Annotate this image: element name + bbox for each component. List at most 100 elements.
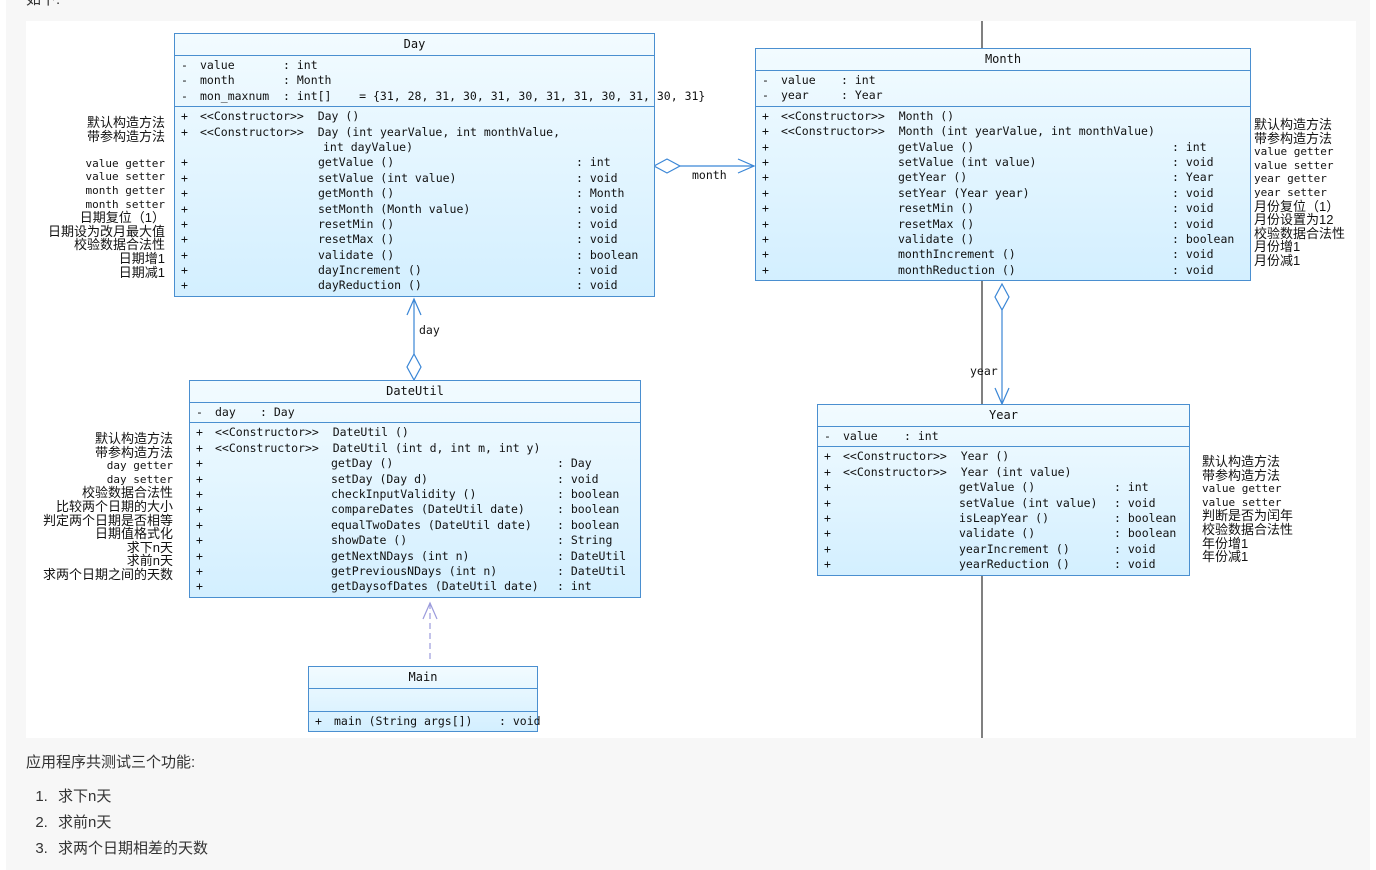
operation-return-type: : Day <box>557 456 592 471</box>
class-month[interactable]: Month-value: int-year: Year+<<Constructo… <box>755 48 1251 282</box>
day-month-arrowhead <box>737 158 756 174</box>
attribute-row: -month: Month <box>175 73 654 88</box>
operation-row: + validate () : boolean <box>818 526 1189 541</box>
annotation-note: 求前n天 <box>126 553 173 569</box>
annotation-note: value setter <box>1202 495 1282 509</box>
annotation-note: 默认构造方法 <box>1254 117 1333 132</box>
operation-return-type: : Year <box>1172 170 1214 185</box>
operation-row: +compareDates (DateUtil date): boolean <box>190 502 640 517</box>
operation-return-type: : void <box>1114 541 1156 556</box>
visibility-marker: + <box>181 201 188 216</box>
operation-return-type: : void <box>557 471 599 486</box>
visibility-marker: + <box>824 510 831 525</box>
class-day[interactable]: Day-value: int-month: Month-mon_maxnum: … <box>174 33 705 297</box>
class-name: Month <box>756 49 1250 71</box>
operation-row: +getValue (): int <box>175 155 654 170</box>
operation-signature: <<Constructor>> Day () <box>200 109 360 124</box>
operation-signature: getMonth () <box>318 186 395 201</box>
visibility-marker: + <box>196 486 203 501</box>
operation-row: +showDate (): String <box>190 533 640 548</box>
annotation-note: 年份减1 <box>1202 549 1249 565</box>
visibility-marker: + <box>824 526 831 541</box>
attribute-type: : Month <box>283 73 332 88</box>
operation-row: int dayValue) <box>175 140 654 155</box>
annotation-note: 日期复位（1） <box>79 210 165 226</box>
class-name: Main <box>309 667 537 689</box>
class-dateutil[interactable]: DateUtil-day: Day+<<Constructor>> DateUt… <box>189 380 641 598</box>
operation-signature: compareDates (DateUtil date) <box>331 502 525 517</box>
operation-return-type: : boolean <box>576 247 639 262</box>
operation-return-type: : void <box>576 216 618 231</box>
operation-return-type: : DateUtil <box>557 563 627 578</box>
attribute-type: : int[] = {31, 28, 31, 30, 31, 30, 31, 3… <box>283 88 706 103</box>
attribute-row: -value: int <box>175 58 654 73</box>
attributes-section: -day: Day <box>190 403 640 424</box>
annotation-note: day getter <box>106 459 173 473</box>
visibility-marker: + <box>824 557 831 572</box>
operation-row: +getNextNDays (int n): DateUtil <box>190 549 640 564</box>
operation-signature: getValue () <box>959 480 1036 495</box>
operation-signature: setValue (int value) <box>959 495 1098 510</box>
operation-return-type: : void <box>1172 262 1214 277</box>
operation-signature: setMonth (Month value) <box>318 201 471 216</box>
visibility-marker: + <box>824 541 831 556</box>
operation-row: +setValue (int value): void <box>175 171 654 186</box>
visibility-marker: + <box>196 548 203 563</box>
visibility-marker: + <box>181 155 188 170</box>
operation-row: +setValue (int value): void <box>818 496 1189 511</box>
operation-row: +isLeapYear (): boolean <box>818 511 1189 526</box>
operations-section: +<<Constructor>> Month ()+<<Constructor>… <box>756 107 1250 280</box>
annotation-note: 校验数据合法性 <box>1254 225 1346 241</box>
operation-row: +setValue (int value): void <box>756 155 1250 170</box>
operation-signature: showDate () <box>331 533 408 548</box>
operation-row: +yearReduction (): void <box>818 557 1189 572</box>
visibility-marker: + <box>196 456 203 471</box>
annotation-note: 带参构造方法 <box>86 128 165 144</box>
visibility-marker: + <box>762 108 769 123</box>
class-main[interactable]: Main+main (String args[]): void <box>308 666 541 733</box>
operation-signature: getDay () <box>331 456 394 471</box>
annotation-note: 判定两个日期是否相等 <box>42 512 173 528</box>
annotation-note: 默认构造方法 <box>1202 454 1281 469</box>
operation-return-type: : boolean <box>1114 526 1177 541</box>
operations-section: +<<Constructor>> Day ()+<<Constructor>> … <box>175 107 654 296</box>
operation-row: +<<Constructor>> Day (int yearValue, int… <box>175 125 654 140</box>
attribute-name: day <box>215 405 236 419</box>
function-item: 求两个日期相差的天数 <box>52 836 208 862</box>
operation-return-type: : void <box>576 232 618 247</box>
visibility-marker: + <box>762 139 769 154</box>
operation-signature: main (String args[]) <box>334 714 473 728</box>
operation-signature: equalTwoDates (DateUtil date) <box>331 517 532 532</box>
visibility-marker: + <box>824 495 831 510</box>
visibility-marker: + <box>181 247 188 262</box>
operation-signature: resetMin () <box>318 216 395 231</box>
operation-signature: dayReduction () <box>318 278 422 293</box>
function-item: 求下n天 <box>52 784 208 810</box>
annotation-note: year setter <box>1254 185 1327 199</box>
operation-row: +getValue (): int <box>756 140 1250 155</box>
operation-row: +validate (): boolean <box>756 232 1250 247</box>
visibility-marker: + <box>762 154 769 169</box>
attribute-type: : int <box>904 429 939 443</box>
class-name: Day <box>175 34 654 56</box>
annotation-note: 月份设置为12 <box>1254 212 1334 228</box>
operation-row: +resetMax (): void <box>756 217 1250 232</box>
operation-signature: <<Constructor>> Day (int yearValue, int … <box>200 124 561 139</box>
operation-row: + resetMin () : void <box>175 217 654 232</box>
visibility-marker: + <box>762 247 769 262</box>
operation-row: +getMonth (): Month <box>175 186 654 201</box>
operation-signature: dayIncrement () <box>318 263 422 278</box>
operation-signature: setValue (int value) <box>318 170 457 185</box>
visibility-marker: + <box>181 216 188 231</box>
operation-signature: <<Constructor>> Month () <box>781 108 955 123</box>
visibility-marker: + <box>824 449 831 464</box>
operation-signature: validate () <box>959 526 1036 541</box>
annotation-note: 年份增1 <box>1202 535 1249 551</box>
annotation-note: 带参构造方法 <box>1202 467 1281 483</box>
operation-row: +yearIncrement (): void <box>818 542 1189 557</box>
class-year[interactable]: Year-value: int+<<Constructor>> Year ()+… <box>817 404 1190 576</box>
visibility-marker: + <box>196 440 203 455</box>
